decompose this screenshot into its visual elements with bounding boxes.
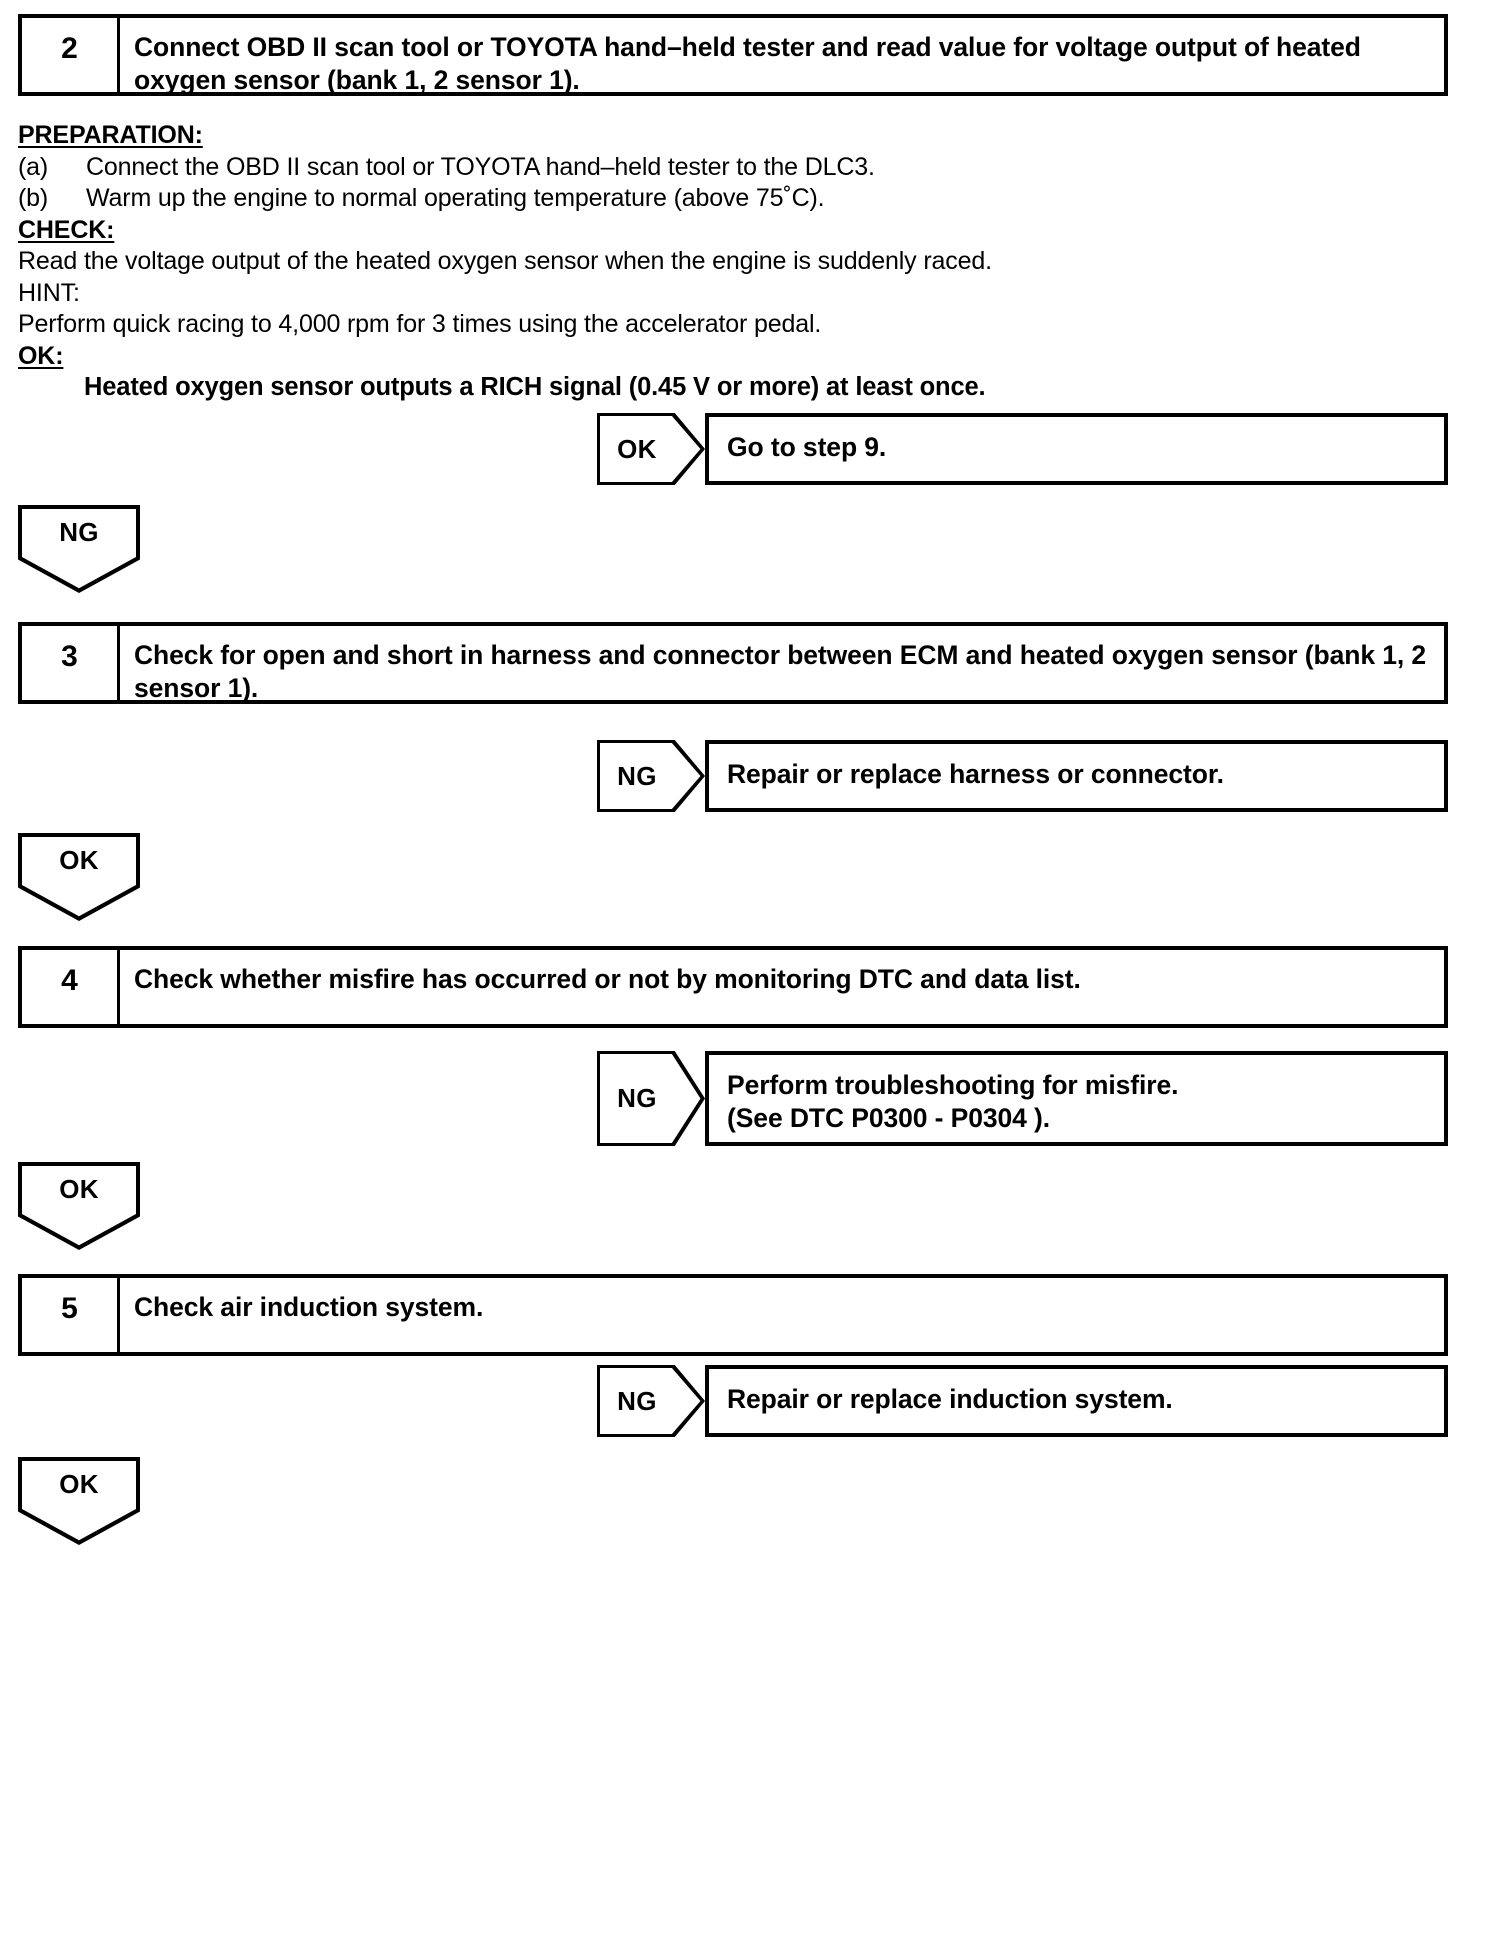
ok-header: OK: [18,341,1218,373]
result-row-ng-harness: NG Repair or replace harness or connecto… [597,740,1448,812]
result-text-line1: Repair or replace induction system. [727,1384,1173,1414]
branch-tag-label: NG [617,1083,657,1113]
step-number: 2 [61,32,78,65]
step-instruction: Check for open and short in harness and … [134,640,1427,704]
result-row-ng-induction: NG Repair or replace induction system. [597,1365,1448,1437]
check-text: Read the voltage output of the heated ox… [18,247,992,275]
result-text-line1: Repair or replace harness or connector. [727,759,1224,789]
preparation-header: PREPARATION: [18,120,1218,152]
preparation-item-b: (b) Warm up the engine to normal operatin… [18,183,1218,215]
step-box-4: 4 Check whether misfire has occurred or … [18,946,1448,1028]
branch-tag-label: NG [617,1385,657,1416]
preparation-header-label: PREPARATION: [18,121,203,149]
branch-tag-label: OK [617,433,657,464]
result-box: Go to step 9. [705,413,1448,485]
step-number-cell: 3 [22,626,120,700]
result-text-line1: Perform troubleshooting for misfire. [727,1070,1179,1100]
step-instruction: Check whether misfire has occurred or no… [134,964,1081,994]
branch-tag-ng[interactable]: NG [597,740,705,812]
hint-header: HINT: [18,278,1218,310]
preparation-item-a: (a) Connect the OBD II scan tool or TOYOT… [18,152,1218,184]
check-header-label: CHECK: [18,215,115,244]
step-number: 3 [61,640,78,673]
step-box-5: 5 Check air induction system. [18,1274,1448,1356]
check-header: CHECK: [18,215,1218,247]
result-text-line2: (See DTC P0300 - P0304 ). [727,1103,1051,1134]
step-number-cell: 4 [22,950,120,1024]
result-box: Repair or replace harness or connector. [705,740,1448,812]
branch-tag-ng[interactable]: NG [597,1365,705,1437]
branch-tag-label: NG [617,760,657,791]
result-box: Perform troubleshooting for misfire. (Se… [705,1051,1448,1146]
hint-header-label: HINT: [18,278,80,307]
flow-tag-label: OK [59,844,99,875]
ok-header-label: OK: [18,341,64,370]
step-box-2: 2 Connect OBD II scan tool or TOYOTA han… [18,14,1448,96]
preparation-item-a-text: Connect the OBD II scan tool or TOYOTA h… [86,152,875,181]
result-box: Repair or replace induction system. [705,1365,1448,1437]
flow-tag-label: OK [59,1173,99,1204]
step-number-cell: 5 [22,1278,120,1352]
step-number: 4 [61,964,78,997]
result-text-line1: Go to step 9. [727,432,887,462]
step-number: 5 [61,1292,78,1325]
preparation-item-b-text: Warm up the engine to normal operating t… [86,184,825,212]
flow-tag-ok-2[interactable]: OK [18,1162,140,1250]
flow-tag-ng-1[interactable]: NG [18,505,140,593]
flow-tag-label: OK [59,1468,99,1499]
branch-tag-ng[interactable]: NG [597,1051,705,1146]
step-number-cell: 2 [22,18,120,92]
step-instruction: Check air induction system. [134,1292,484,1322]
hint-text: Perform quick racing to 4,000 rpm for 3 … [18,310,822,338]
flow-tag-label: NG [59,516,99,547]
step-instruction: Connect OBD II scan tool or TOYOTA hand–… [134,32,1361,96]
flow-tag-ok-3[interactable]: OK [18,1457,140,1545]
preparation-item-b-tag: (b) [18,184,49,212]
preparation-item-a-tag: (a) [18,152,49,181]
procedure-text-block: PREPARATION: (a) Connect the OBD II scan … [18,120,1218,404]
branch-tag-ok[interactable]: OK [597,413,705,485]
flow-tag-ok-1[interactable]: OK [18,833,140,921]
result-row-ng-misfire: NG Perform troubleshooting for misfire. … [597,1051,1448,1146]
ok-criterion: Heated oxygen sensor outputs a RICH sign… [84,373,986,401]
result-row-ok-step9: OK Go to step 9. [597,413,1448,485]
step-box-3: 3 Check for open and short in harness an… [18,622,1448,704]
